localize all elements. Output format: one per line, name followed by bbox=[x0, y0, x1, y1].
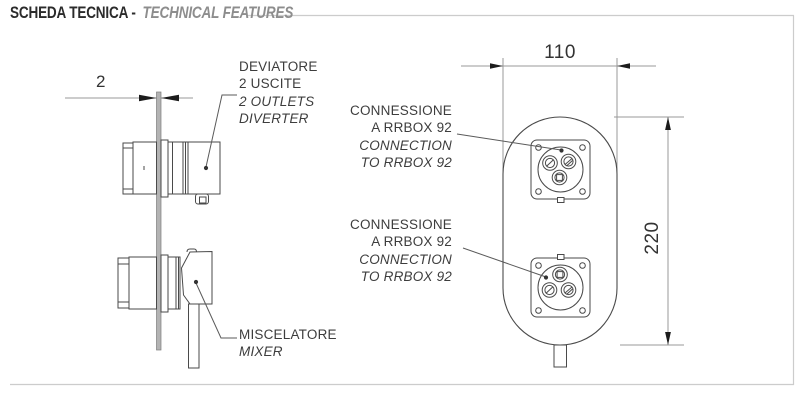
diverter-label-line: DIVERTER bbox=[239, 111, 309, 127]
diverter-leader-line bbox=[203, 94, 237, 171]
page-title-italian: SCHEDA TECNICA - bbox=[10, 4, 136, 22]
connection-top-label-line: CONNECTION bbox=[359, 137, 452, 153]
diverter-label: DEVIATORE 2 USCITE 2 OUTLETS DIVERTER bbox=[239, 58, 318, 128]
page-title-english: TECHNICAL FEATURES bbox=[142, 4, 294, 22]
diverter-label-line: DEVIATORE bbox=[239, 59, 318, 74]
diverter-label-line: 2 USCITE bbox=[239, 76, 302, 92]
dimension-plate-thickness: 2 bbox=[96, 72, 106, 91]
connection-bottom-label-line: A RRBOX 92 bbox=[371, 234, 452, 250]
bottom-stub-pipe bbox=[553, 344, 567, 368]
frame-border bbox=[10, 14, 795, 386]
mixer-label-line: MISCELATORE bbox=[239, 327, 337, 342]
connection-top-label-line: TO RRBOX 92 bbox=[360, 155, 452, 171]
connection-bottom-label-line: CONNECTION bbox=[359, 251, 452, 267]
connection-box-bottom bbox=[530, 254, 591, 318]
wall-plate bbox=[156, 91, 162, 351]
mixer-drawing bbox=[117, 248, 213, 369]
page-title: SCHEDA TECNICA - TECHNICAL FEATURES bbox=[10, 4, 293, 23]
connection-top-label: CONNESSIONE A RRBOX 92 CONNECTION TO RRB… bbox=[332, 102, 452, 172]
dimension-arrows bbox=[490, 63, 671, 345]
diverter-label-line: 2 OUTLETS bbox=[239, 93, 315, 109]
connection-bottom-label-line: TO RRBOX 92 bbox=[360, 269, 452, 285]
connection-top-label-line: A RRBOX 92 bbox=[371, 120, 452, 136]
dimension-2-arrows bbox=[139, 94, 179, 102]
connection-bottom-leader-line bbox=[462, 247, 549, 280]
mixer-label: MISCELATORE MIXER bbox=[239, 326, 337, 361]
connection-top-leader-line bbox=[456, 133, 564, 153]
dimension-220-lines bbox=[614, 116, 684, 346]
dimension-width-110: 110 bbox=[544, 42, 576, 63]
dimension-height-220: 220 bbox=[642, 221, 663, 255]
diverter-drawing bbox=[122, 139, 221, 205]
connection-box-top bbox=[530, 139, 591, 203]
connection-bottom-label: CONNESSIONE A RRBOX 92 CONNECTION TO RRB… bbox=[332, 216, 452, 286]
connection-top-label-line: CONNESSIONE bbox=[350, 103, 452, 118]
mixer-label-line: MIXER bbox=[239, 344, 283, 360]
mixer-leader-line bbox=[193, 279, 237, 339]
connection-bottom-label-line: CONNESSIONE bbox=[350, 217, 452, 232]
